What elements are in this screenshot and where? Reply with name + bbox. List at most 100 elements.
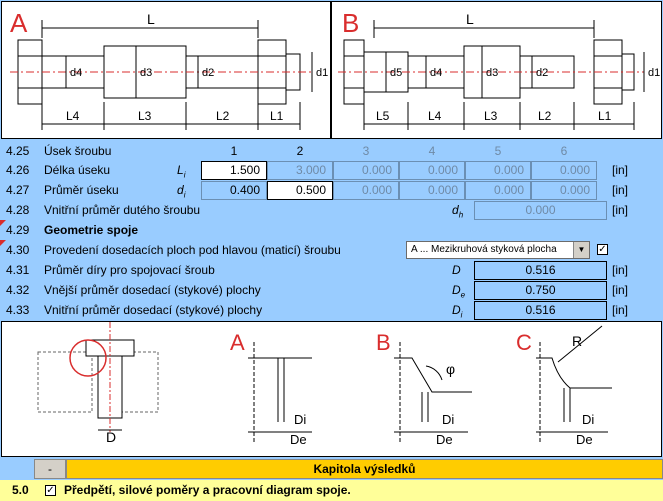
col-header-4: 4: [428, 144, 436, 158]
dim-d5: d5: [390, 67, 402, 79]
row-label: Délka úseku: [44, 163, 111, 177]
results-checkbox[interactable]: ✓: [45, 485, 56, 496]
row-number: 4.27: [6, 183, 30, 197]
results-chapter-bar: - Kapitola výsledků: [0, 458, 663, 480]
bolt-drawing-b: B L d5 d4 d3 d2 d1 L5 L4 L3 L2 L1: [338, 8, 660, 130]
dim-Di: Di: [582, 412, 594, 427]
length-input-3[interactable]: 0.000: [333, 161, 399, 180]
unit-label: [in]: [612, 203, 629, 217]
col-header-6: 6: [560, 144, 568, 158]
length-input-5[interactable]: 0.000: [465, 161, 531, 180]
col-header-1: 1: [230, 144, 238, 158]
row-number: 4.26: [6, 163, 30, 177]
symbol-D: D: [452, 263, 461, 277]
row-number: 5.0: [12, 483, 29, 497]
variant-b-label: B: [376, 330, 391, 355]
bolt-diagram-a: A L d4 d3 d2 d1 L4 L3 L2 L1: [1, 1, 331, 139]
symbol-Di: Di: [452, 303, 463, 320]
row-label: Vnitřní průměr dosedací (stykové) plochy: [44, 303, 263, 317]
joint-geometry-diagram: D A Di De B φ Di De C R Di De: [1, 321, 662, 457]
dim-L1: L1: [270, 109, 284, 123]
symbol-De: De: [452, 283, 466, 300]
row-4-32: 4.32 Vnější průměr dosedací (stykové) pl…: [0, 280, 663, 300]
dim-d4: d4: [430, 67, 442, 79]
diameter-input-5[interactable]: 0.000: [465, 181, 531, 200]
row-number: 4.33: [6, 303, 30, 317]
contact-type-checkbox[interactable]: ✓: [597, 244, 608, 255]
row-number: 4.30: [6, 243, 30, 257]
dim-De: De: [290, 432, 307, 447]
col-header-3: 3: [362, 144, 370, 158]
angle-phi: φ: [446, 361, 455, 377]
diameter-input-6[interactable]: 0.000: [531, 181, 597, 200]
row-4-27: 4.27 Průměr úseku di 0.400 0.500 0.000 0…: [0, 180, 663, 200]
row-4-29: 4.29 Geometrie spoje: [0, 220, 663, 240]
collapse-button[interactable]: -: [34, 459, 66, 479]
diameter-input-2[interactable]: 0.500: [267, 181, 333, 200]
inner-contact-diameter-value[interactable]: 0.516: [474, 301, 607, 320]
dim-De: De: [576, 432, 593, 447]
dim-L3: L3: [138, 109, 152, 123]
results-label: Předpětí, silové poměry a pracovní diagr…: [64, 483, 351, 497]
dim-d4: d4: [70, 67, 82, 79]
row-5-0: 5.0 ✓ Předpětí, silové poměry a pracovní…: [0, 480, 663, 501]
row-number: 4.31: [6, 263, 30, 277]
row-4-33: 4.33 Vnitřní průměr dosedací (stykové) p…: [0, 300, 663, 320]
row-label: Vnější průměr dosedací (stykové) plochy: [44, 283, 261, 297]
dim-L: L: [466, 11, 474, 27]
col-header-2: 2: [296, 144, 304, 158]
row-4-25: 4.25 Úsek šroubu 1 2 3 4 5 6: [0, 141, 663, 161]
dim-d1: d1: [648, 67, 660, 79]
row-label: Úsek šroubu: [44, 144, 112, 158]
radius-R: R: [572, 333, 582, 349]
dim-L: L: [147, 11, 155, 27]
dim-d3: d3: [486, 67, 498, 79]
diameter-input-1[interactable]: 0.400: [201, 181, 267, 200]
dim-d2: d2: [202, 67, 214, 79]
length-input-4[interactable]: 0.000: [399, 161, 465, 180]
dim-Di: Di: [294, 412, 306, 427]
dim-D: D: [106, 429, 116, 445]
row-4-26: 4.26 Délka úseku Li 1.500 3.000 0.000 0.…: [0, 160, 663, 180]
col-header-5: 5: [494, 144, 502, 158]
dim-L1: L1: [598, 109, 612, 123]
dim-L4: L4: [66, 109, 80, 123]
length-input-1[interactable]: 1.500: [201, 161, 267, 180]
dim-d1: d1: [316, 67, 328, 79]
row-number: 4.28: [6, 203, 30, 217]
symbol-dh: dh: [452, 203, 464, 220]
label-a: A: [10, 8, 28, 38]
diameter-input-4[interactable]: 0.000: [399, 181, 465, 200]
dim-L4: L4: [428, 109, 442, 123]
dim-L2: L2: [538, 109, 552, 123]
unit-label: [in]: [612, 283, 629, 297]
dim-d3: d3: [140, 67, 152, 79]
unit-label: [in]: [612, 263, 629, 277]
joint-drawing: D A Di De B φ Di De C R Di De: [37, 322, 612, 447]
symbol-L: Li: [177, 163, 186, 180]
contact-type-select[interactable]: A ... Mezikruhová styková plocha ▼: [406, 241, 590, 259]
variant-c-label: C: [516, 330, 532, 355]
hole-diameter-value[interactable]: 0.516: [474, 261, 607, 280]
length-input-2[interactable]: 3.000: [267, 161, 333, 180]
section-heading: Geometrie spoje: [44, 223, 139, 237]
row-label: Provedení dosedacích ploch pod hlavou (m…: [44, 243, 341, 257]
chevron-down-icon[interactable]: ▼: [573, 242, 589, 258]
length-input-6[interactable]: 0.000: [531, 161, 597, 180]
outer-contact-diameter-value[interactable]: 0.750: [474, 281, 607, 300]
row-number: 4.25: [6, 144, 30, 158]
dim-L2: L2: [216, 109, 230, 123]
row-number: 4.32: [6, 283, 30, 297]
dim-De: De: [436, 432, 453, 447]
dim-L3: L3: [484, 109, 498, 123]
comment-marker: [0, 220, 6, 226]
dim-L5: L5: [376, 109, 390, 123]
unit-label: [in]: [612, 163, 629, 177]
diameter-input-3[interactable]: 0.000: [333, 181, 399, 200]
hollow-diameter-value[interactable]: 0.000: [474, 201, 607, 220]
row-4-28: 4.28 Vnitřní průměr dutého šroubu dh 0.0…: [0, 200, 663, 220]
chapter-header[interactable]: Kapitola výsledků: [66, 459, 663, 479]
symbol-d: di: [177, 183, 186, 200]
variant-a-label: A: [230, 330, 245, 355]
row-4-31: 4.31 Průměr díry pro spojovací šroub D 0…: [0, 260, 663, 280]
